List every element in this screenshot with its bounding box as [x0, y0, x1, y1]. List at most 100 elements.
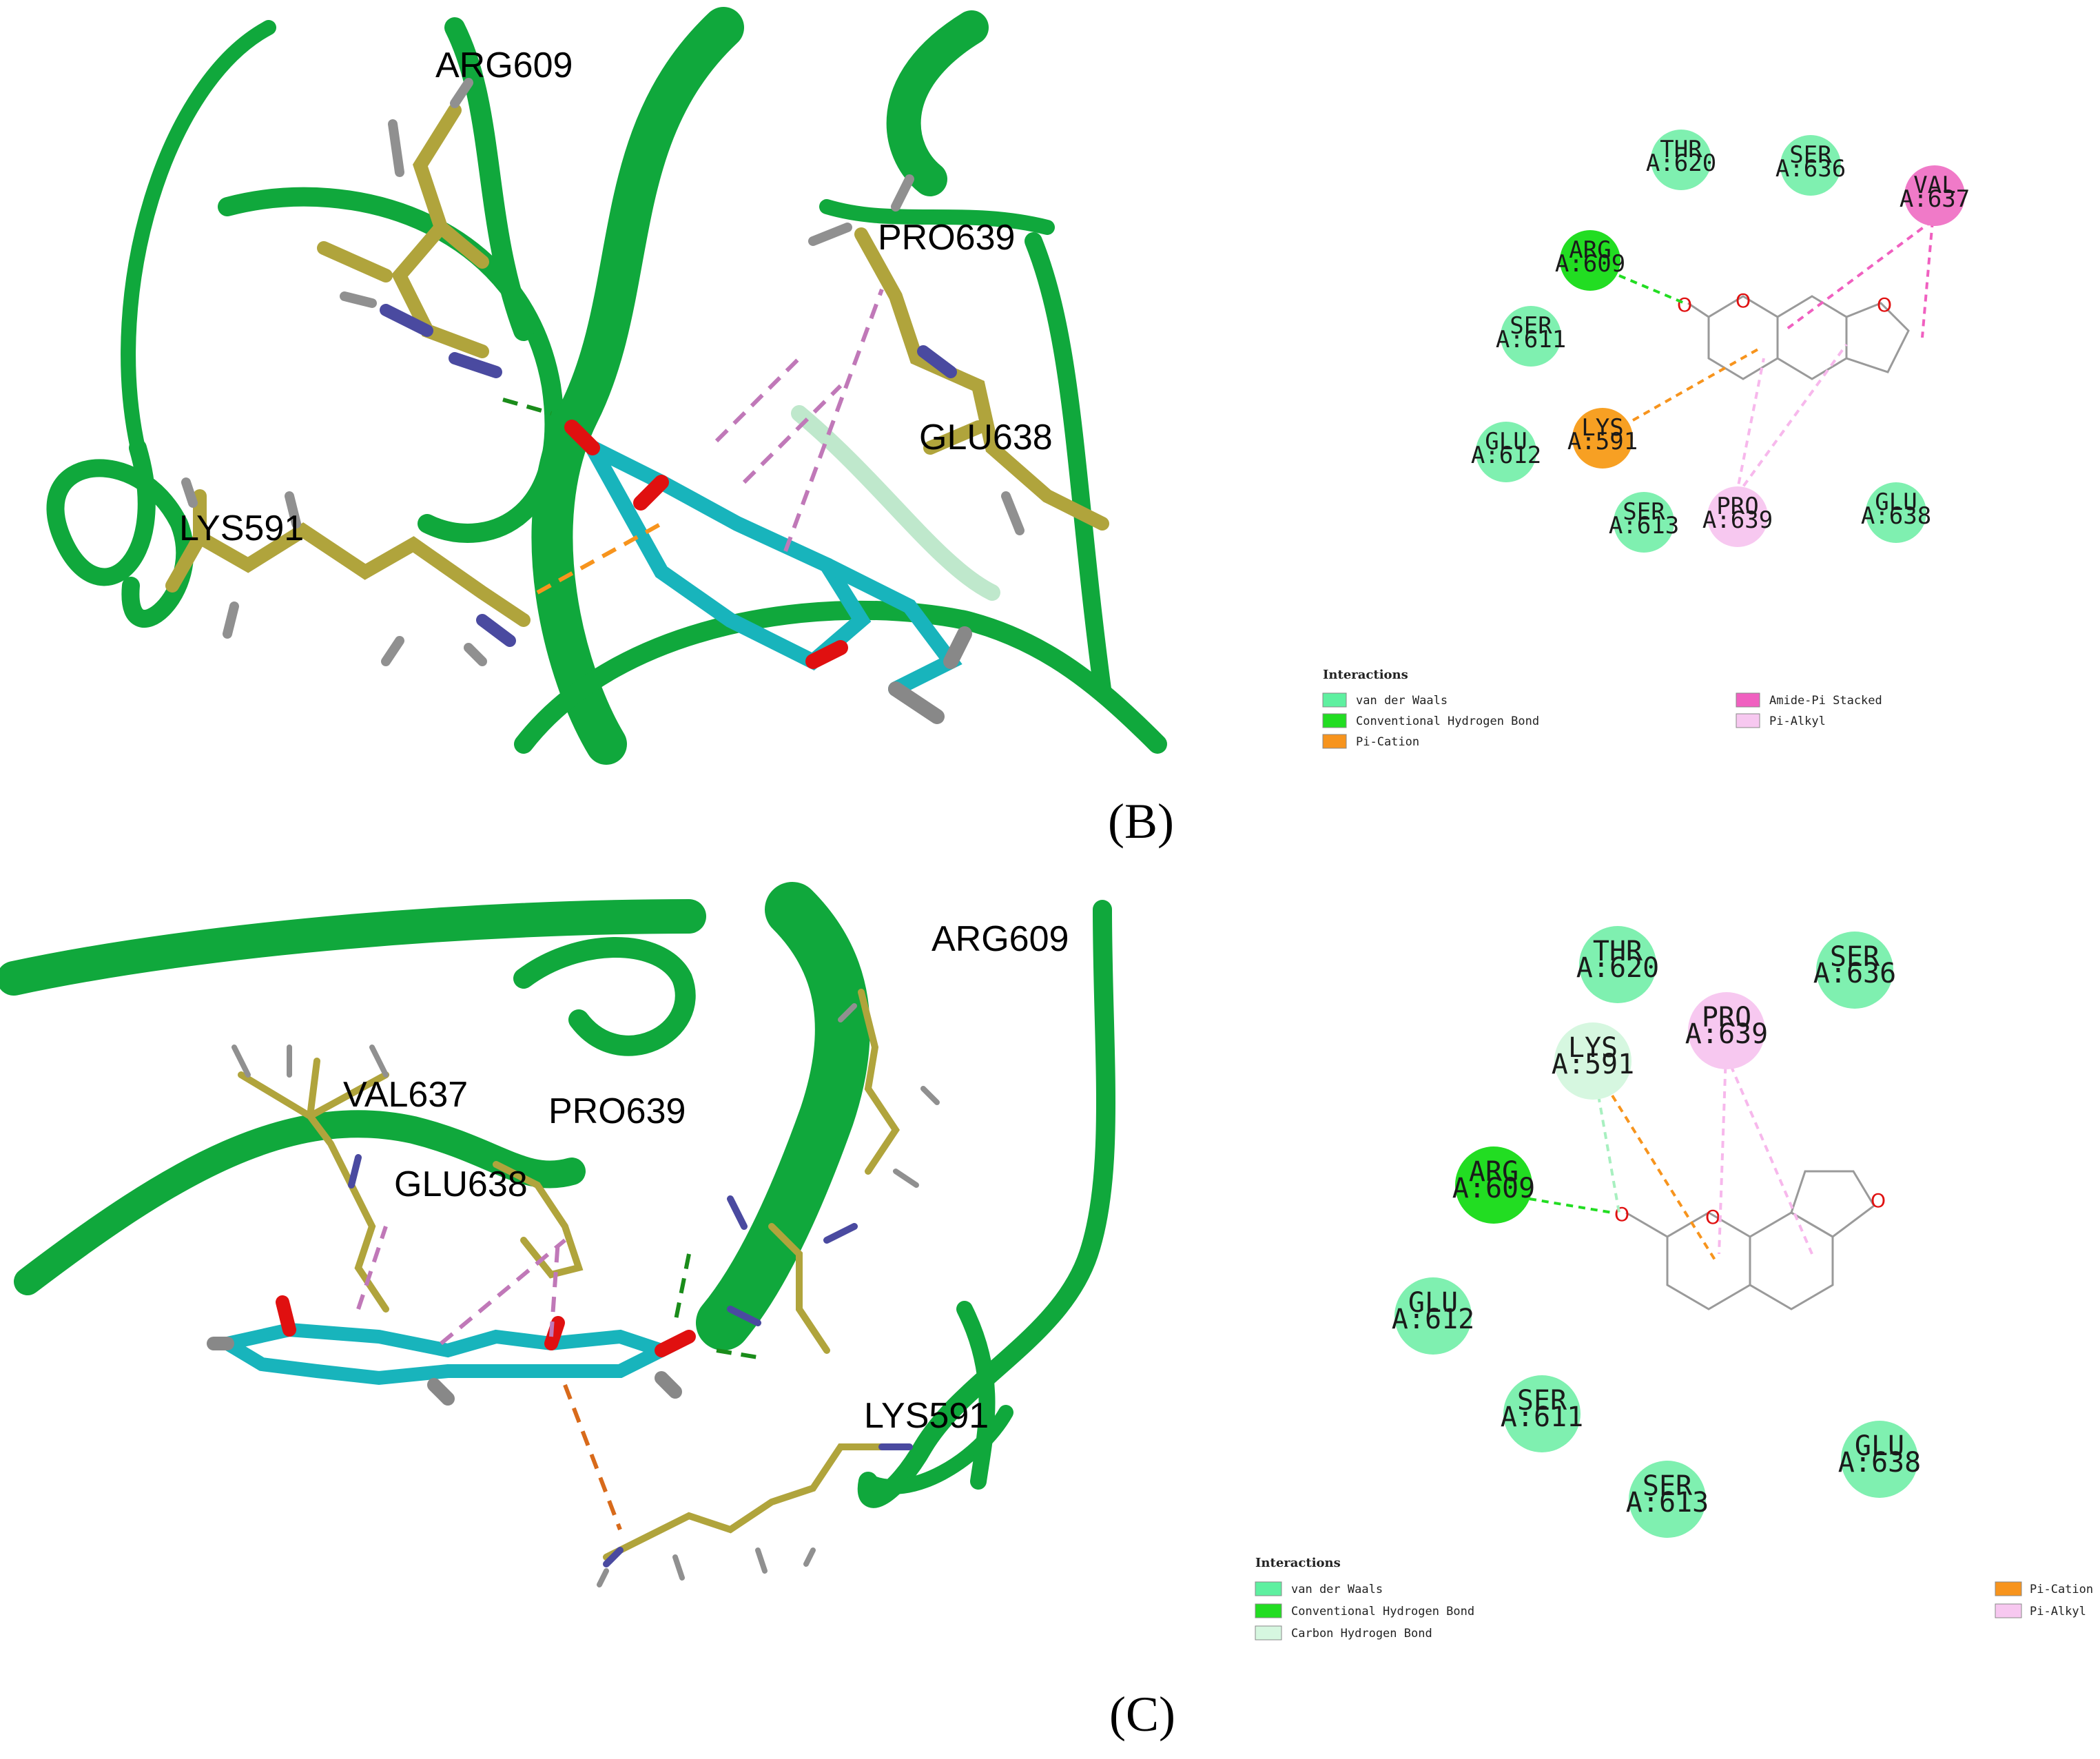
residue-node-number: A:620	[1646, 150, 1716, 177]
legend-c-swatch-2	[1255, 1625, 1282, 1640]
residue-node-number: A:591	[1552, 1049, 1634, 1080]
residue-node-circle	[1560, 230, 1620, 291]
residue-node-name: ARG	[1569, 236, 1611, 264]
residue-node-number: A:612	[1471, 442, 1541, 469]
legend-b-item-0: van der Waals	[1356, 694, 1448, 708]
residue-node-circle	[1455, 1146, 1532, 1224]
legend-b-swatch-3	[1736, 692, 1760, 708]
legend-b-swatch-1	[1322, 713, 1347, 728]
atom-o-c2: O	[1705, 1206, 1720, 1228]
legend-c-swatch-3	[1995, 1581, 2022, 1596]
residue-node-circle	[1579, 926, 1656, 1003]
residue-node-circle	[1629, 1461, 1706, 1538]
residue-node-name: LYS	[1568, 1032, 1618, 1064]
legend-c-swatch-4	[1995, 1603, 2022, 1618]
res-label-arg609: ARG609	[435, 45, 573, 85]
panel-c-label: (C)	[1109, 1687, 1175, 1742]
residue-node-name: SER	[1643, 1470, 1693, 1502]
residue-node-circle	[1707, 486, 1768, 547]
residue-node-number: A:638	[1861, 502, 1931, 530]
residue-node-circle	[1651, 130, 1711, 190]
atom-o-b3: O	[1877, 294, 1892, 316]
residue-node-number: A:637	[1900, 185, 1970, 213]
atom-o-b2: O	[1736, 289, 1751, 312]
residue-node-name: SER	[1789, 141, 1832, 169]
atom-o-c1: O	[1614, 1203, 1629, 1226]
res-label-val637-c: VAL637	[343, 1075, 468, 1115]
residue-node-circle	[1394, 1277, 1472, 1355]
legend-c-swatch-0	[1255, 1581, 1282, 1596]
res-label-pro639-c: PRO639	[548, 1091, 686, 1131]
residue-node-circle	[1780, 135, 1841, 196]
residue-node-name: ARG	[1469, 1156, 1519, 1188]
residue-node-name: SER	[1517, 1385, 1567, 1417]
legend-c-item-0: van der Waals	[1291, 1583, 1383, 1596]
legend-b-item-4: Pi-Alkyl	[1769, 714, 1826, 728]
residue-node-name: PRO	[1716, 493, 1758, 520]
res-label-glu638: GLU638	[919, 418, 1053, 457]
residue-node-number: A:611	[1496, 326, 1566, 353]
panel-b-3d-view: ARG609 PRO639 GLU638 LYS591	[28, 7, 1182, 765]
residue-node-name: SER	[1830, 941, 1880, 973]
panel-b-legend: Interactions van der Waals Conventional …	[1322, 668, 1882, 749]
residue-node-number: A:591	[1567, 428, 1638, 455]
res-label-lys591-c: LYS591	[864, 1396, 989, 1436]
legend-c-title: Interactions	[1255, 1556, 1341, 1570]
residue-node-number: A:611	[1501, 1401, 1583, 1433]
residue-node-circle	[1476, 422, 1536, 482]
atom-o-b1: O	[1677, 294, 1692, 316]
panel-c-legend: Interactions van der Waals Conventional …	[1255, 1556, 2093, 1640]
residue-node-name: SER	[1623, 498, 1665, 526]
legend-c-item-3: Pi-Cation	[2030, 1583, 2093, 1596]
residue-node-circle	[1572, 408, 1633, 469]
residue-node-name: THR	[1660, 136, 1702, 163]
residue-node-circle	[1614, 492, 1674, 553]
legend-c-item-1: Conventional Hydrogen Bond	[1291, 1605, 1474, 1618]
residue-node-circle	[1904, 165, 1965, 226]
legend-b-swatch-0	[1322, 692, 1347, 708]
residue-node-number: A:609	[1452, 1173, 1535, 1204]
legend-c-item-2: Carbon Hydrogen Bond	[1291, 1627, 1432, 1640]
res-label-arg609-c: ARG609	[931, 919, 1069, 959]
residue-node-circle	[1554, 1022, 1631, 1100]
residue-node-number: A:636	[1813, 958, 1896, 989]
residue-node-name: GLU	[1875, 488, 1917, 516]
residue-node-name: GLU	[1408, 1287, 1458, 1319]
legend-b-swatch-2	[1322, 734, 1347, 749]
residue-node-name: GLU	[1485, 428, 1527, 455]
legend-b-title: Interactions	[1323, 668, 1408, 682]
residue-node-number: A:639	[1685, 1018, 1768, 1050]
residue-node-name: VAL	[1913, 172, 1955, 199]
panel-c-3d-view: ARG609 VAL637 PRO639 GLU638 LYS591	[0, 882, 1178, 1619]
legend-c-item-4: Pi-Alkyl	[2030, 1605, 2086, 1618]
res-label-pro639: PRO639	[878, 218, 1015, 258]
legend-c-swatch-1	[1255, 1603, 1282, 1618]
legend-b-item-3: Amide-Pi Stacked	[1769, 694, 1882, 708]
residue-node-name: LYS	[1581, 414, 1623, 442]
residue-node-circle	[1816, 932, 1893, 1009]
residue-node-number: A:612	[1392, 1304, 1474, 1335]
residue-node-number: A:639	[1702, 506, 1773, 534]
residue-node-number: A:609	[1555, 250, 1625, 278]
residue-node-circle	[1866, 482, 1926, 543]
res-label-glu638-c: GLU638	[394, 1164, 528, 1204]
residue-node-name: PRO	[1702, 1002, 1751, 1033]
